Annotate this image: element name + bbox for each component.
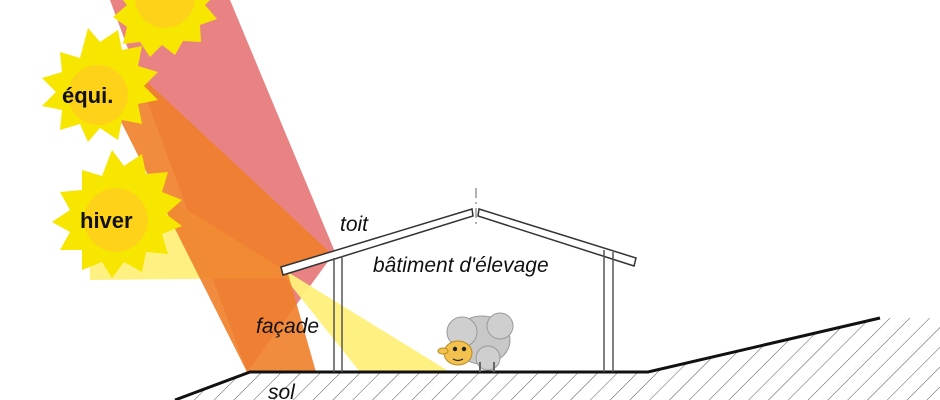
ground-line [174,316,881,400]
equinox-label: équi. [62,83,113,108]
building-label: bâtiment d'élevage [373,254,549,277]
sheep-icon [437,312,514,372]
livestock-building [280,188,637,372]
winter-label: hiver [80,208,133,233]
summer-sun-icon [113,0,217,57]
equinox-sun-ray [90,60,336,372]
facade-label: façade [256,315,319,338]
equinox-sun-icon [42,28,158,142]
ground-label: sol [268,381,296,400]
roof-label: toit [340,213,369,236]
roof-right [477,208,637,267]
roof-left [280,208,474,276]
ground-hatch [175,318,940,400]
winter-sun-icon [52,150,182,278]
